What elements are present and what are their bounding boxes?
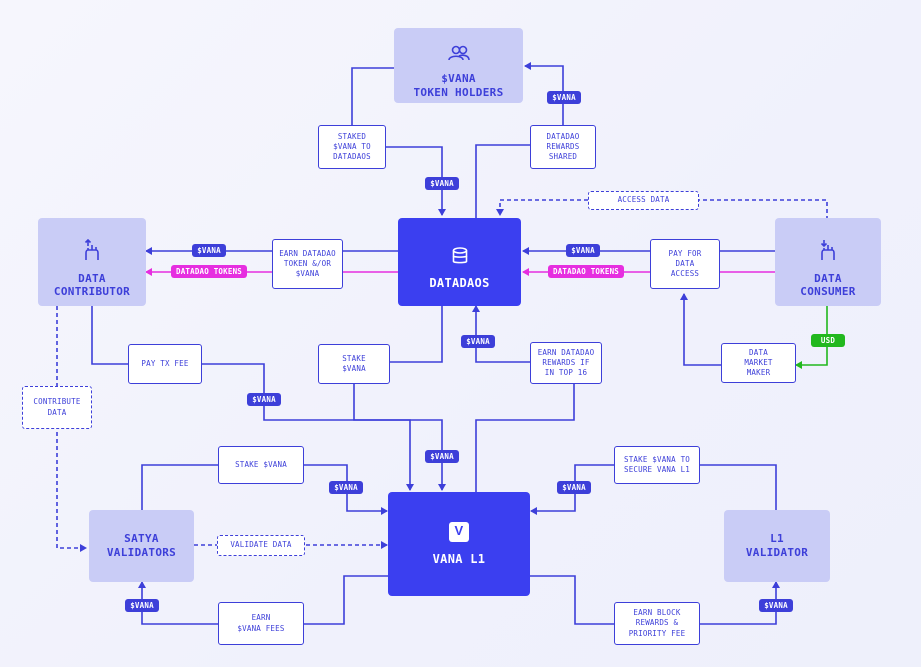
data-consumer-label: DATA CONSUMER [800,271,856,299]
database-icon [452,233,468,269]
token-holders-label: $VANA TOKEN HOLDERS [413,72,504,99]
label-access-data: ACCESS DATA [588,191,699,210]
label-earn-block-rewards: EARN BLOCK REWARDS & PRIORITY FEE [614,602,700,645]
vana-l1-node: V VANA L1 [388,492,530,596]
edge-rewards-top16 [472,305,575,492]
label-pay-tx-fee: PAY TX FEE [128,344,202,384]
satya-validators-node: SATYA VALIDATORS [89,510,194,582]
l1-validator-label: L1 VALIDATOR [745,532,809,559]
label-earn-datadao-rewards: EARN DATADAO REWARDS IF IN TOP 16 [530,342,602,384]
pill-vana-holders-out: $VANA [547,91,581,104]
edge-usd [795,306,828,369]
label-pay-for-data-access: PAY FOR DATA ACCESS [650,239,720,289]
pill-vana-rewards-top16: $VANA [461,335,495,348]
label-contribute-data: CONTRIBUTE DATA [22,386,92,429]
pill-vana-to-contributor: $VANA [192,244,226,257]
pill-vana-stake-mid: $VANA [425,450,459,463]
edge-stake-left [141,464,388,515]
label-datadao-rewards-shared: DATADAO REWARDS SHARED [530,125,596,169]
label-staked-to-datadaos: STAKED $VANA TO DATADAOS [318,125,386,169]
edge-stake-secure [530,464,777,515]
edge-stake-mid [353,303,446,491]
hand-upload-icon [82,225,102,265]
label-stake-vana-left: STAKE $VANA [218,446,304,484]
satya-validators-label: SATYA VALIDATORS [106,532,177,559]
label-stake-secure-vana-l1: STAKE $VANA TO SECURE VANA L1 [614,446,700,484]
vana-logo-letter: V [454,523,464,539]
data-consumer-node: DATA CONSUMER [775,218,881,306]
pill-usd: USD [811,334,845,347]
label-stake-vana-mid: STAKE $VANA [318,344,390,384]
edge-tx-fee [91,306,414,491]
pill-tokens-to-consumer: DATADAO TOKENS [548,265,624,278]
label-data-market-maker: DATA MARKET MAKER [721,343,796,383]
pill-vana-stake-secure: $VANA [557,481,591,494]
datadaos-label: DATADAOS [429,275,490,290]
pill-vana-to-datadaos: $VANA [566,244,600,257]
pill-vana-stake-left: $VANA [329,481,363,494]
pill-vana-tx-fee: $VANA [247,393,281,406]
data-contributor-label: DATA CONTRIBUTOR [53,271,131,299]
label-earn-datadao-token: EARN DATADAO TOKEN &/OR $VANA [272,239,343,289]
label-validate-data: VALIDATE DATA [217,535,305,556]
edge-market-maker [680,293,721,366]
token-holders-node: $VANA TOKEN HOLDERS [394,28,523,103]
pill-vana-staked-in: $VANA [425,177,459,190]
l1-validator-node: L1 VALIDATOR [724,510,830,582]
pill-tokens-to-contributor: DATADAO TOKENS [171,265,247,278]
vana-l1-label: VANA L1 [432,551,486,566]
vana-logo-icon: V [449,521,469,542]
users-icon [447,32,470,66]
data-contributor-node: DATA CONTRIBUTOR [38,218,146,306]
datadaos-node: DATADAOS [398,218,521,306]
hand-download-icon [818,225,838,265]
label-earn-vana-fees: EARN $VANA FEES [218,602,304,645]
pill-vana-earn-fees: $VANA [125,599,159,612]
pill-vana-block-rewards: $VANA [759,599,793,612]
